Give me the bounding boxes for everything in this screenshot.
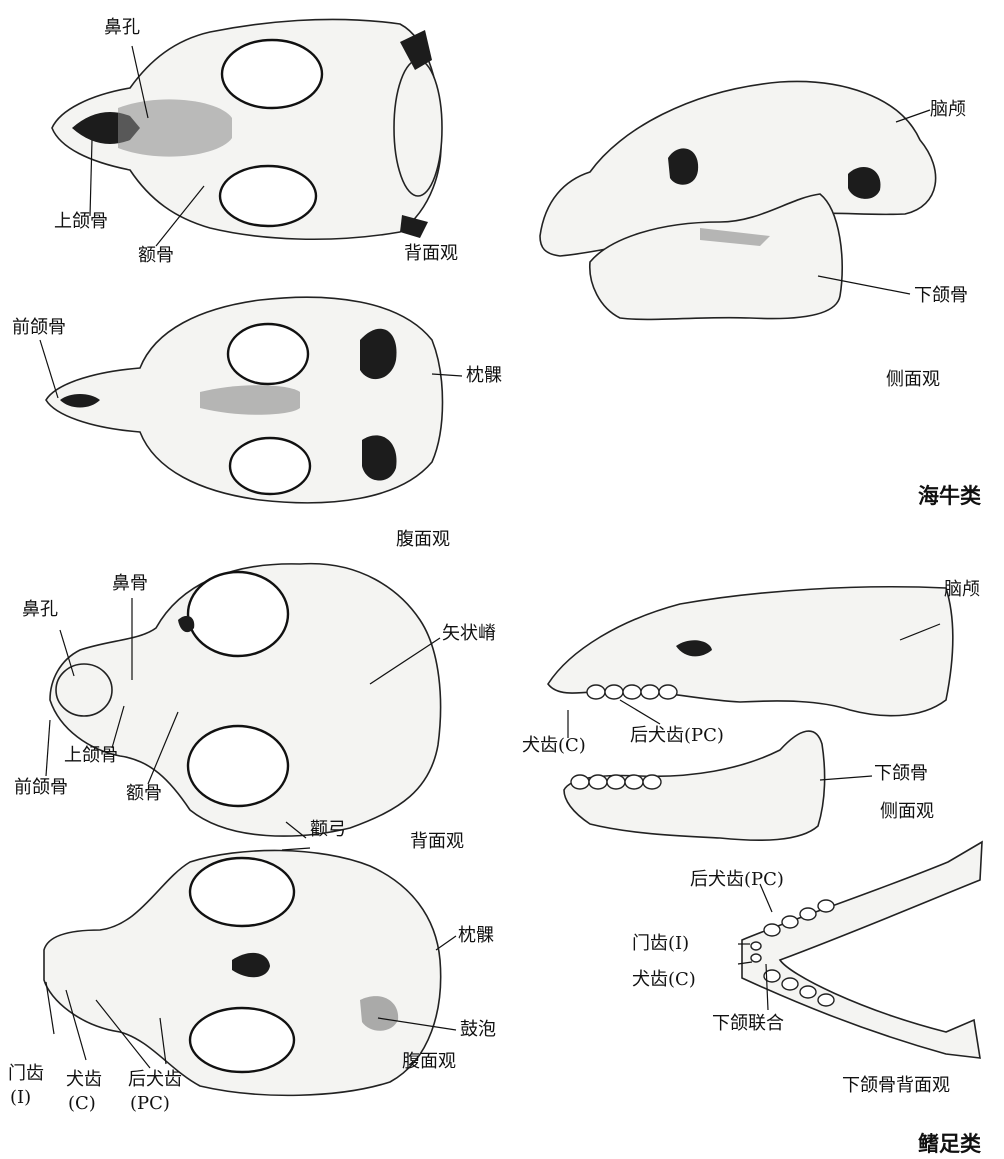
tooth [764, 924, 780, 936]
label-lateral-view-2: 侧面观 [880, 802, 934, 822]
label-nasal: 鼻骨 [112, 574, 148, 594]
label-lateral-view: 侧面观 [886, 370, 940, 390]
title-pinnipedia: 鳍足类 [918, 1128, 981, 1158]
tooth [800, 908, 816, 920]
label-ventral-view: 腹面观 [396, 530, 450, 550]
label-nostril: 鼻孔 [104, 18, 140, 38]
label-cranium-2: 脑颅 [944, 580, 980, 600]
label-maxilla-2: 上颌骨 [64, 746, 118, 766]
tooth [751, 954, 761, 962]
pinniped-skull-dorsal [50, 564, 441, 836]
sirenian-skull-ventral [46, 297, 443, 503]
label-mandible: 下颌骨 [914, 286, 968, 306]
label-condyle: 枕髁 [466, 366, 502, 386]
lower-teeth [571, 775, 661, 789]
label-dorsal-view-2: 背面观 [410, 832, 464, 852]
pinniped-skull-ventral [44, 850, 441, 1095]
label-nostril-2: 鼻孔 [22, 600, 58, 620]
label-postcanine-abbr: (PC) [130, 1094, 170, 1114]
tooth [800, 986, 816, 998]
tooth [623, 685, 641, 699]
label-ventral-view-2: 腹面观 [402, 1052, 456, 1072]
tooth [641, 685, 659, 699]
label-dorsal-view: 背面观 [404, 244, 458, 264]
tooth [751, 942, 761, 950]
tooth [589, 775, 607, 789]
label-mandibular-symphysis: 下颌联合 [712, 1014, 784, 1034]
label-canine-abbr: (C) [68, 1094, 96, 1114]
label-incisor-abbr: (I) [10, 1088, 31, 1108]
label-canine: 犬齿(C) [522, 736, 586, 756]
label-mandible-postcanine: 后犬齿(PC) [690, 870, 784, 890]
label-zygomatic-arch: 颧弓 [310, 820, 346, 840]
label-premaxilla: 前颌骨 [12, 318, 66, 338]
title-sirenia: 海牛类 [918, 480, 981, 510]
label-maxilla: 上颌骨 [54, 212, 108, 232]
label-mandible-2: 下颌骨 [874, 764, 928, 784]
tooth [587, 685, 605, 699]
label-postcanine-2: 后犬齿 [128, 1070, 182, 1090]
label-frontal: 额骨 [138, 246, 174, 266]
tooth [659, 685, 677, 699]
tooth [643, 775, 661, 789]
label-mandible-dorsal-view: 下颌骨背面观 [842, 1076, 950, 1096]
label-cranium: 脑颅 [930, 100, 966, 120]
tooth [571, 775, 589, 789]
label-frontal-2: 额骨 [126, 784, 162, 804]
tooth [782, 916, 798, 928]
label-condyle-2: 枕髁 [458, 926, 494, 946]
label-bulla: 鼓泡 [460, 1020, 496, 1040]
tooth [818, 994, 834, 1006]
label-postcanine: 后犬齿(PC) [630, 726, 724, 746]
tooth [818, 900, 834, 912]
sirenian-skull-lateral [540, 81, 936, 319]
label-premaxilla-2: 前颌骨 [14, 778, 68, 798]
upper-teeth [587, 685, 677, 699]
label-mandible-canine: 犬齿(C) [632, 970, 696, 990]
tooth [625, 775, 643, 789]
label-incisor: 门齿 [8, 1064, 44, 1084]
tooth [607, 775, 625, 789]
sirenian-skull-dorsal [52, 19, 442, 239]
label-sagittal-crest: 矢状嵴 [442, 624, 496, 644]
tooth [605, 685, 623, 699]
label-canine-2: 犬齿 [66, 1070, 102, 1090]
label-mandible-incisor: 门齿(I) [632, 934, 689, 954]
tooth [782, 978, 798, 990]
